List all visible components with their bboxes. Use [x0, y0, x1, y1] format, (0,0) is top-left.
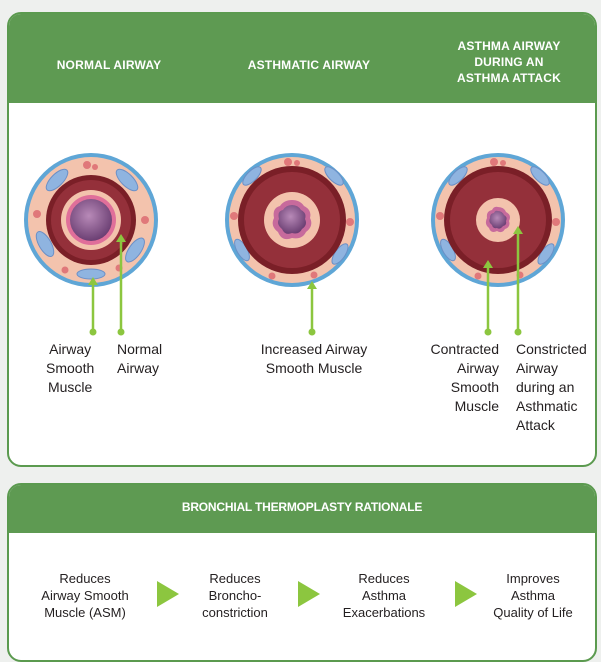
airway-cross-sections: [9, 14, 595, 465]
right-triangle-arrow-icon: [298, 581, 320, 607]
step-reduces-asm: Reduces Airway Smooth Muscle (ASM): [17, 570, 153, 621]
rationale-header-bar: BRONCHIAL THERMOPLASTY RATIONALE: [9, 485, 595, 533]
label-contracted-airway-smooth-muscle: Contracted Airway Smooth Muscle: [417, 340, 499, 416]
label-increased-airway-smooth-muscle: Increased Airway Smooth Muscle: [239, 340, 389, 378]
step-reduces-bronchoconstriction: Reduces Broncho- constriction: [179, 570, 291, 621]
step-improves-quality-of-life: Improves Asthma Quality of Life: [475, 570, 591, 621]
label-constricted-airway: Constricted Airway during an Asthmatic A…: [516, 340, 587, 435]
label-airway-smooth-muscle: Airway Smooth Muscle: [46, 340, 94, 397]
normal-airway-cross-section-icon: [24, 153, 158, 287]
label-normal-airway: Normal Airway: [117, 340, 162, 378]
step-reduces-exacerbations: Reduces Asthma Exacerbations: [319, 570, 449, 621]
right-triangle-arrow-icon: [455, 581, 477, 607]
airway-comparison-panel: NORMAL AIRWAY ASTHMATIC AIRWAY ASTHMA AI…: [7, 12, 597, 467]
rationale-title: BRONCHIAL THERMOPLASTY RATIONALE: [9, 500, 595, 514]
attack-airway-cross-section-icon: [431, 153, 565, 287]
rationale-panel: BRONCHIAL THERMOPLASTY RATIONALE Reduces…: [7, 483, 597, 662]
right-triangle-arrow-icon: [157, 581, 179, 607]
asthmatic-airway-cross-section-icon: [225, 153, 359, 287]
